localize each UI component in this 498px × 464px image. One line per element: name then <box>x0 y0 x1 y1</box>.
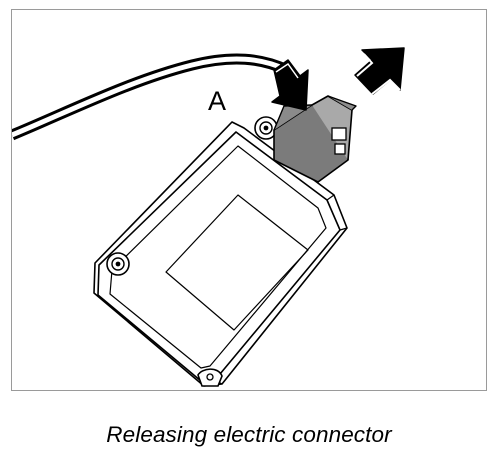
figure-frame: A <box>11 9 487 391</box>
connector-illustration <box>12 47 405 387</box>
electric-connector <box>273 95 357 183</box>
control-module <box>93 121 348 387</box>
mounting-screw-left <box>106 252 130 276</box>
arrow-down-right-icon <box>271 59 309 111</box>
callout-label-a: A <box>208 86 227 116</box>
figure-caption: Releasing electric connector <box>106 422 392 447</box>
wiring-harness <box>12 53 290 141</box>
mounting-screw-bottom <box>197 368 223 387</box>
arrow-up-right-icon <box>354 47 405 95</box>
